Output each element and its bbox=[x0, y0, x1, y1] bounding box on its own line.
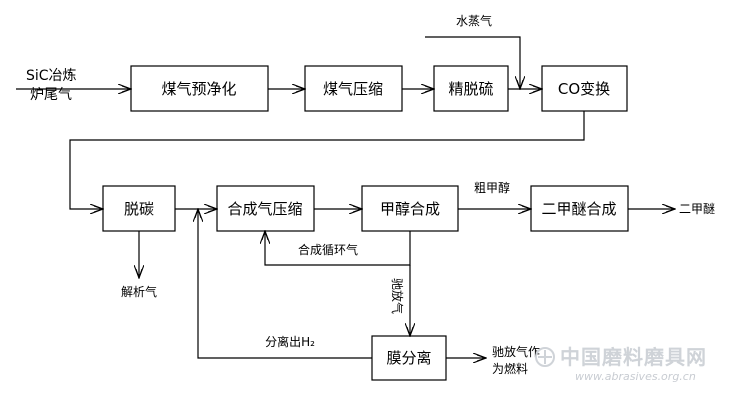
box-compress: 煤气压缩 bbox=[304, 65, 403, 112]
label-co-shift: CO变换 bbox=[558, 80, 610, 98]
label-feed-line2: 炉尾气 bbox=[30, 87, 72, 103]
label-syn-compress: 合成气压缩 bbox=[227, 200, 302, 218]
label-crude-methanol: 粗甲醇 bbox=[474, 180, 510, 195]
label-prepurify: 煤气预净化 bbox=[161, 80, 236, 98]
label-h2-out: 分离出H₂ bbox=[265, 334, 315, 349]
label-methanol-syn: 甲醇合成 bbox=[380, 200, 440, 218]
watermark-site-name: 中国磨料磨具网 bbox=[560, 345, 707, 369]
label-purge-gas: 驰放气 bbox=[390, 278, 405, 314]
arrow-h2-return bbox=[198, 209, 372, 359]
label-steam: 水蒸气 bbox=[456, 13, 492, 28]
label-fuel-line2: 为燃料 bbox=[492, 361, 528, 376]
label-recycle-gas: 合成循环气 bbox=[298, 242, 358, 257]
arrow-co-shift-to-decarbon bbox=[69, 111, 585, 209]
box-syn-compress: 合成气压缩 bbox=[216, 185, 315, 232]
box-membrane: 膜分离 bbox=[371, 335, 447, 381]
watermark-logo-icon bbox=[535, 347, 555, 367]
watermark-url: www.abrasives.org.cn bbox=[575, 370, 696, 383]
label-fuel-line1: 驰放气作 bbox=[492, 344, 540, 359]
watermark: 中国磨料磨具网 www.abrasives.org.cn bbox=[535, 345, 707, 383]
box-decarbon: 脱碳 bbox=[102, 185, 176, 232]
label-dme-syn: 二甲醚合成 bbox=[541, 200, 616, 218]
arrow-steam bbox=[425, 36, 520, 89]
box-co-shift: CO变换 bbox=[541, 65, 628, 112]
label-compress: 煤气压缩 bbox=[323, 80, 383, 98]
label-decarbon: 脱碳 bbox=[124, 200, 154, 218]
box-methanol-syn: 甲醇合成 bbox=[361, 185, 459, 232]
label-membrane: 膜分离 bbox=[386, 349, 431, 367]
label-desulfur: 精脱硫 bbox=[448, 80, 493, 98]
label-desorbed-gas: 解析气 bbox=[121, 284, 157, 299]
box-prepurify: 煤气预净化 bbox=[130, 65, 269, 112]
box-desulfur: 精脱硫 bbox=[433, 65, 509, 112]
box-dme-syn: 二甲醚合成 bbox=[530, 185, 629, 232]
label-feed-line1: SiC冶炼 bbox=[26, 68, 77, 84]
label-dme-product: 二甲醚 bbox=[679, 202, 715, 216]
arrow-recycle-gas bbox=[265, 231, 411, 266]
